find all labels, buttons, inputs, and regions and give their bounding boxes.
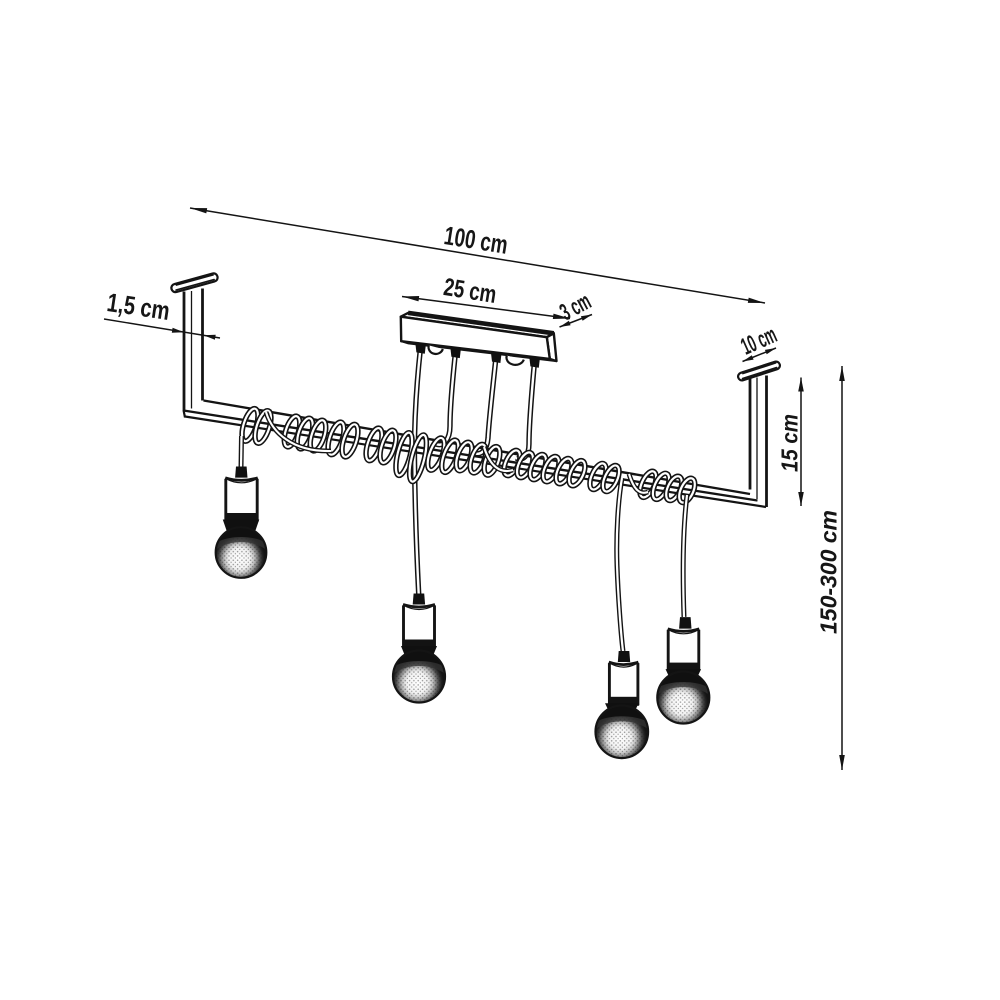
svg-text:15 cm: 15 cm xyxy=(777,414,803,472)
svg-text:150-300 cm: 150-300 cm xyxy=(816,510,842,634)
